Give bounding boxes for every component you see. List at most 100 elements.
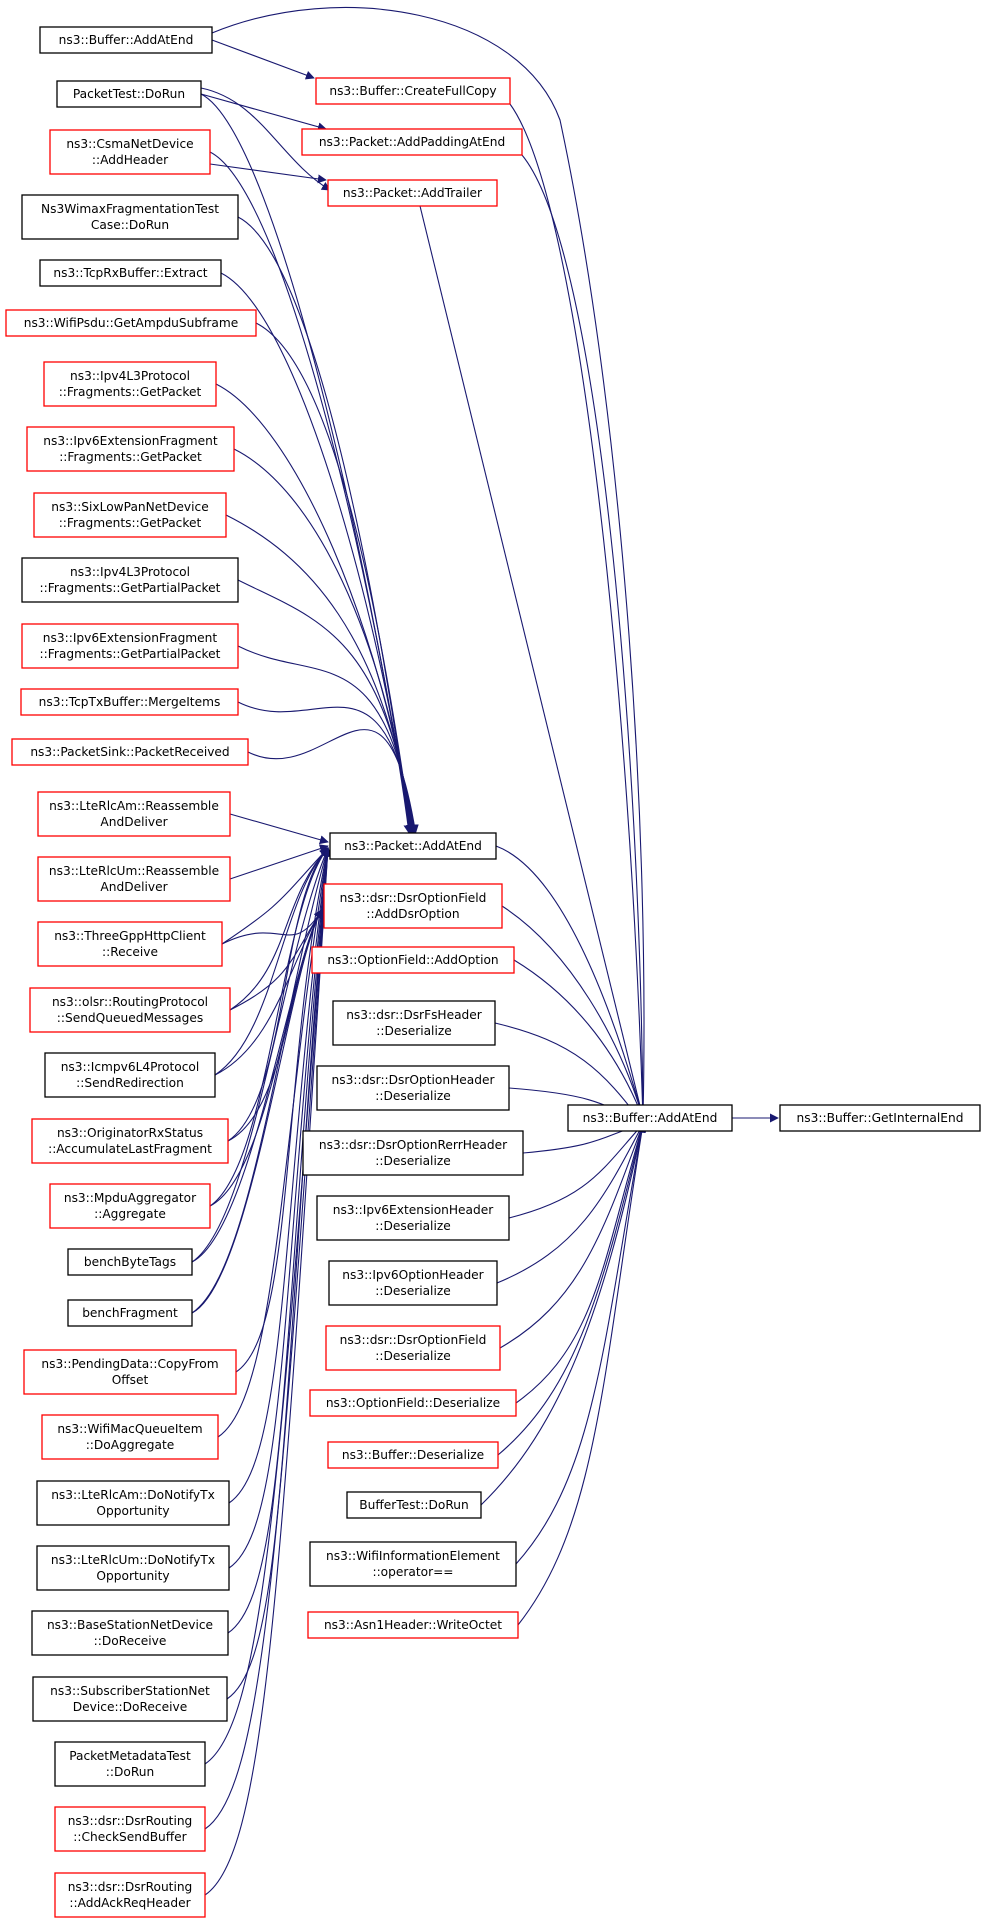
edge-pktadd-bufadd xyxy=(495,845,646,1119)
node-icmp[interactable]: ns3::Icmpv6L4Protocol::SendRedirection xyxy=(44,1052,216,1098)
node-label: ns3::PacketSink::PacketReceived xyxy=(30,745,229,759)
node-box xyxy=(23,1349,237,1395)
edge-lteam-pktadd xyxy=(229,813,329,845)
edge-http-pktadd xyxy=(221,847,329,945)
node-dsrfdes[interactable]: ns3::dsr::DsrOptionField::Deserialize xyxy=(325,1325,501,1371)
node-box xyxy=(301,128,523,156)
node-ipv4frag[interactable]: ns3::Ipv4L3Protocol::Fragments::GetPacke… xyxy=(43,361,217,407)
edge-wifipsdu-pktadd xyxy=(255,322,415,834)
node-dsrrerr[interactable]: ns3::dsr::DsrOptionRerrHeader::Deseriali… xyxy=(302,1130,524,1176)
edge-optdes-bufadd xyxy=(515,1123,646,1404)
node-pktadd[interactable]: ns3::Packet::AddAtEnd xyxy=(329,832,497,860)
node-trailer[interactable]: ns3::Packet::AddTrailer xyxy=(327,179,498,207)
node-box xyxy=(328,1260,498,1306)
node-label: ns3::PendingData::CopyFrom xyxy=(41,1357,218,1371)
node-optdes[interactable]: ns3::OptionField::Deserialize xyxy=(309,1389,517,1417)
edge-benchtags-dsrfield xyxy=(191,909,323,1263)
node-subsc[interactable]: ns3::SubscriberStationNetDevice::DoRecei… xyxy=(32,1676,228,1722)
node-label: ::DoReceive xyxy=(94,1634,167,1648)
edge-wifimac-pktadd xyxy=(217,847,332,1438)
node-http[interactable]: ns3::ThreeGppHttpClient::Receive xyxy=(37,921,223,967)
node-wifiinfo[interactable]: ns3::WifiInformationElement::operator== xyxy=(309,1541,517,1587)
edge-olsr-dsrfield xyxy=(229,909,323,1011)
node-ipv6ext[interactable]: ns3::Ipv6ExtensionHeader::Deserialize xyxy=(316,1195,510,1241)
node-benchtags[interactable]: benchByteTags xyxy=(67,1248,193,1276)
node-ipv6frag[interactable]: ns3::Ipv6ExtensionFragment::Fragments::G… xyxy=(26,426,235,472)
node-label: BufferTest::DoRun xyxy=(359,1498,468,1512)
node-box xyxy=(327,179,498,207)
node-packettest[interactable]: PacketTest::DoRun xyxy=(56,80,202,108)
edge-bufdes-bufadd xyxy=(497,1123,646,1456)
node-box xyxy=(54,1806,206,1852)
node-label: ::Fragments::GetPacket xyxy=(59,385,202,399)
node-benchfrag[interactable]: benchFragment xyxy=(67,1299,193,1327)
edge-sixlow-pktadd xyxy=(225,514,417,834)
node-tcprx[interactable]: ns3::TcpRxBuffer::Extract xyxy=(39,259,222,287)
node-label: ns3::SixLowPanNetDevice xyxy=(51,500,208,514)
node-label: ns3::OptionField::Deserialize xyxy=(326,1396,500,1410)
edge-ipv6frag-pktadd xyxy=(233,448,416,834)
node-psink[interactable]: ns3::PacketSink::PacketReceived xyxy=(11,738,249,766)
node-dsrohdr[interactable]: ns3::dsr::DsrOptionHeader::Deserialize xyxy=(316,1065,510,1111)
edge-bufaddtop-bufadd xyxy=(211,7,648,1119)
node-pmeta[interactable]: PacketMetadataTest::DoRun xyxy=(54,1741,206,1787)
edge-trailer-bufadd xyxy=(419,205,646,1119)
node-box xyxy=(49,1183,211,1229)
node-label: ns3::LteRlcAm::DoNotifyTx xyxy=(51,1488,215,1502)
node-box xyxy=(39,26,213,54)
node-label: ns3::dsr::DsrOptionField xyxy=(340,1333,487,1347)
node-asn1[interactable]: ns3::Asn1Header::WriteOctet xyxy=(307,1611,519,1639)
node-ipv6opt[interactable]: ns3::Ipv6OptionHeader::Deserialize xyxy=(328,1260,498,1306)
node-optadd[interactable]: ns3::OptionField::AddOption xyxy=(311,946,515,974)
node-bufadd[interactable]: ns3::Buffer::AddAtEnd xyxy=(567,1104,733,1132)
node-box xyxy=(302,1130,524,1176)
node-box xyxy=(29,987,231,1033)
node-wifipsdu[interactable]: ns3::WifiPsdu::GetAmpduSubframe xyxy=(5,309,257,337)
node-label: ::Deserialize xyxy=(375,1089,450,1103)
node-sixlow[interactable]: ns3::SixLowPanNetDevice::Fragments::GetP… xyxy=(33,492,227,538)
node-bufdes[interactable]: ns3::Buffer::Deserialize xyxy=(327,1441,499,1469)
edge-benchfrag-pktadd xyxy=(191,847,331,1314)
node-buftest[interactable]: BufferTest::DoRun xyxy=(346,1491,482,1519)
node-dsrfs[interactable]: ns3::dsr::DsrFsHeader::Deserialize xyxy=(332,1000,496,1046)
edge-icmp-pktadd xyxy=(214,847,329,1076)
node-dsrfield[interactable]: ns3::dsr::DsrOptionField::AddDsrOption xyxy=(323,883,503,929)
node-box xyxy=(315,77,511,105)
node-label: ::Deserialize xyxy=(375,1219,450,1233)
edge-benchfrag-dsrfield xyxy=(191,909,323,1314)
node-wifimac[interactable]: ns3::WifiMacQueueItem::DoAggregate xyxy=(41,1414,219,1460)
edge-mpdu-pktadd xyxy=(209,847,329,1207)
node-padding[interactable]: ns3::Packet::AddPaddingAtEnd xyxy=(301,128,523,156)
node-getint[interactable]: ns3::Buffer::GetInternalEnd xyxy=(779,1104,981,1132)
node-box xyxy=(36,1480,230,1526)
node-tcptx[interactable]: ns3::TcpTxBuffer::MergeItems xyxy=(20,688,239,716)
node-fullcopy[interactable]: ns3::Buffer::CreateFullCopy xyxy=(315,77,511,105)
node-ipv4part[interactable]: ns3::Ipv4L3Protocol::Fragments::GetParti… xyxy=(21,557,239,603)
node-csma[interactable]: ns3::CsmaNetDevice::AddHeader xyxy=(49,129,211,175)
node-dsrcheck[interactable]: ns3::dsr::DsrRouting::CheckSendBuffer xyxy=(54,1806,206,1852)
node-label: ns3::dsr::DsrRouting xyxy=(68,1880,193,1894)
node-olsr[interactable]: ns3::olsr::RoutingProtocol::SendQueuedMe… xyxy=(29,987,231,1033)
node-box xyxy=(54,1741,206,1787)
node-dsrack[interactable]: ns3::dsr::DsrRouting::AddAckReqHeader xyxy=(54,1872,206,1918)
node-label: ::AddHeader xyxy=(92,153,169,167)
node-box xyxy=(33,492,227,538)
node-ipv6part[interactable]: ns3::Ipv6ExtensionFragment::Fragments::G… xyxy=(21,623,239,669)
node-bufaddtop[interactable]: ns3::Buffer::AddAtEnd xyxy=(39,26,213,54)
node-box xyxy=(21,194,239,240)
node-basesta[interactable]: ns3::BaseStationNetDevice::DoReceive xyxy=(31,1610,229,1656)
node-label: ns3::ThreeGppHttpClient xyxy=(54,929,206,943)
edge-pending-pktadd xyxy=(235,847,331,1373)
node-orig[interactable]: ns3::OriginatorRxStatus::AccumulateLastF… xyxy=(31,1118,229,1164)
node-mpdu[interactable]: ns3::MpduAggregator::Aggregate xyxy=(49,1183,211,1229)
node-box xyxy=(32,1676,228,1722)
node-label: ns3::Packet::AddTrailer xyxy=(343,186,483,200)
node-label: Opportunity xyxy=(96,1504,169,1518)
node-label: ::DoAggregate xyxy=(86,1438,175,1452)
